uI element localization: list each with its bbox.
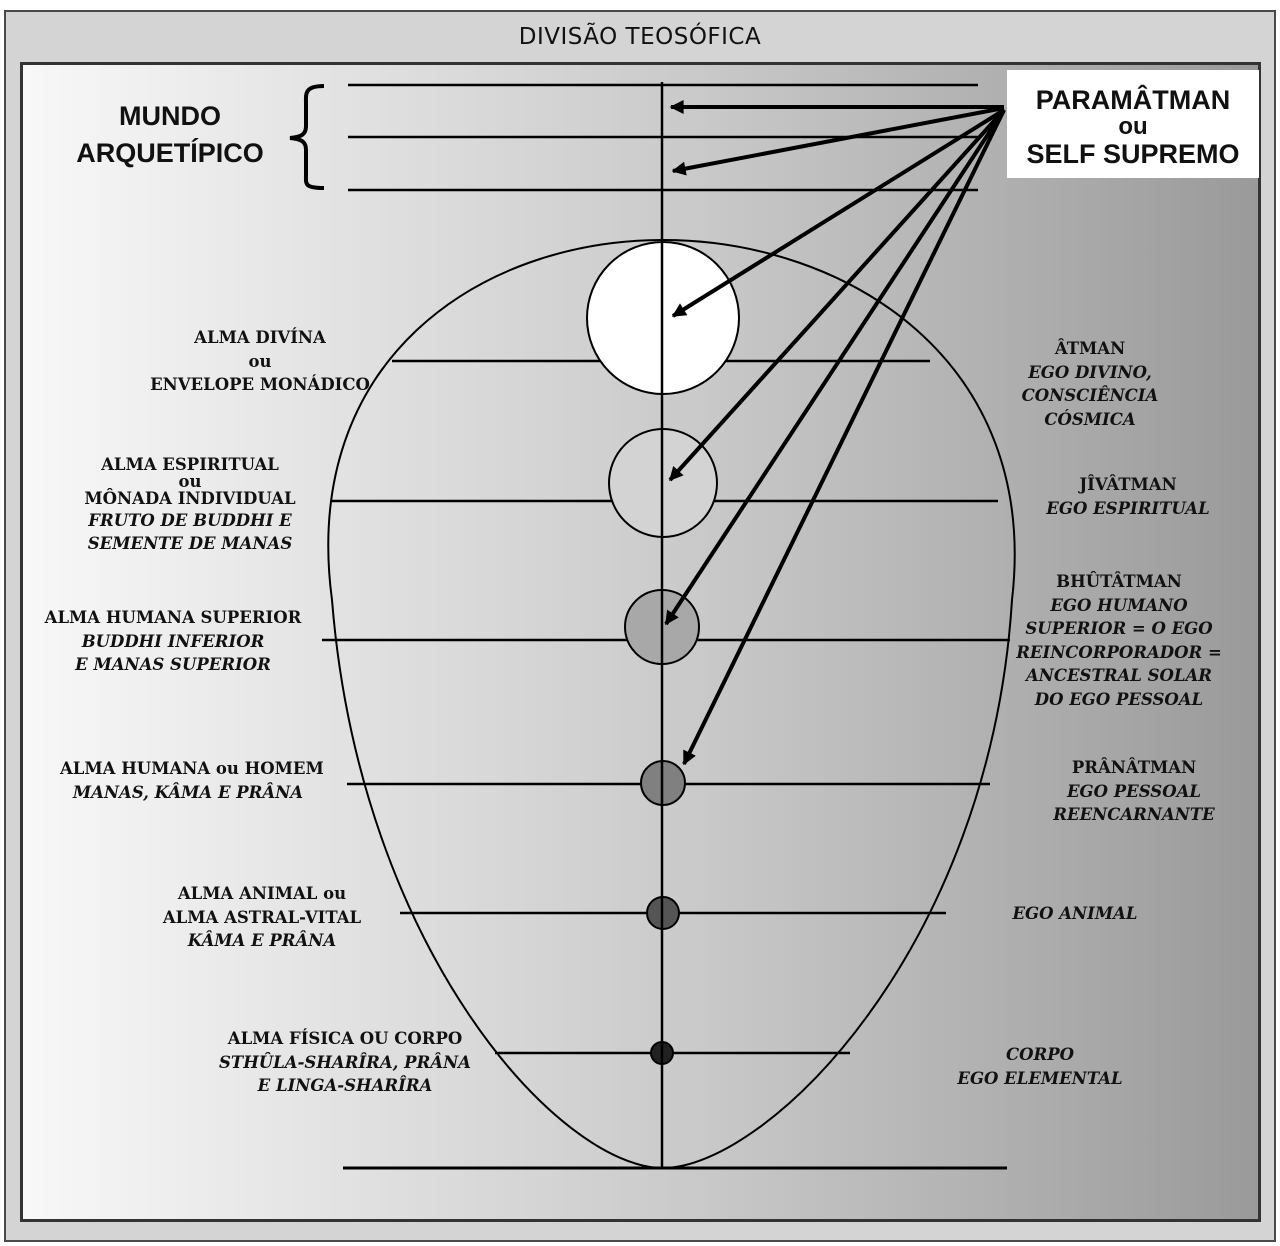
right-label-corpo: CORPO EGO ELEMENTAL [950,1043,1130,1090]
left-label-line: SEMENTE DE MANAS [87,534,293,553]
right-label-line: CÓSMICA [1044,409,1136,429]
left-label-line: KÂMA E PRÂNA [187,931,337,950]
right-label-line: EGO DIVINO, [1028,362,1152,382]
left-label-line: ALMA ESPIRITUAL [101,455,279,474]
right-label-line: REENCARNANTE [1053,805,1215,824]
paramatman-line-1: PARAMÂTMAN [1035,85,1231,115]
left-label-alma-humana-superior: ALMA HUMANA SUPERIOR BUDDHI INFERIOR E M… [40,606,306,677]
right-label-line: EGO ELEMENTAL [957,1068,1123,1088]
left-label-alma-espiritual: ALMA ESPIRITUAL ou MÔNADA INDIVIDUAL FRU… [70,455,310,555]
left-label-line: ou [178,472,202,491]
right-label-atman: ÂTMAN EGO DIVINO, CONSCIÊNCIA CÓSMICA [1000,337,1180,431]
arrow-to-line-2 [671,106,1005,176]
arrow-to-pranatman [682,109,1006,766]
right-label-line: PRÂNÂTMAN [1071,758,1197,777]
left-label-line: E LINGA-SHARÎRA [257,1076,433,1095]
left-label-line: ENVELOPE MONÁDICO [150,375,370,394]
right-label-line: ANCESTRAL SOLAR [1025,666,1213,685]
left-label-line: ALMA DIVÍNA [194,328,326,347]
left-label-line: E MANAS SUPERIOR [75,655,271,674]
right-label-line: CORPO [1006,1045,1074,1064]
right-label-line: CONSCIÊNCIA [1021,386,1159,405]
right-label-bhutatman: BHÛTÂTMAN EGO HUMANO SUPERIOR = O EGO RE… [1016,570,1222,711]
left-label-alma-humana: ALMA HUMANA ou HOMEM MANAS, KÂMA E PRÂNA [60,757,324,804]
left-label-alma-fisica: ALMA FÍSICA OU CORPO STHÛLA-SHARÎRA, PRÂ… [210,1027,480,1098]
left-label-line: ALMA FÍSICA OU CORPO [227,1029,463,1048]
paramatman-line-3: SELF SUPREMO [1026,139,1240,169]
left-label-line: ALMA HUMANA SUPERIOR [44,608,302,627]
right-label-ego-animal: EGO ANIMAL [990,902,1160,926]
left-label-line: FRUTO DE BUDDHI E [88,511,292,530]
mundo-line-2: ARQUETÍPICO [76,138,264,168]
left-label-line: ALMA ASTRAL-VITAL [162,907,362,927]
right-label-pranatman: PRÂNÂTMAN EGO PESSOAL REENCARNANTE [1036,756,1232,827]
right-label-line: EGO HUMANO [1050,595,1188,615]
left-label-alma-animal: ALMA ANIMAL ou ALMA ASTRAL-VITAL KÂMA E … [150,882,374,953]
left-label-line: MÔNADA INDIVIDUAL [84,489,296,508]
left-label-line: STHÛLA-SHARÎRA, PRÂNA [219,1052,471,1072]
archetypal-brace [289,84,325,190]
left-label-line: MANAS, KÂMA E PRÂNA [72,782,304,802]
right-label-jivatman: JÎVÂTMAN EGO ESPIRITUAL [1030,473,1226,520]
right-label-line: BHÛTÂTMAN [1056,572,1182,591]
left-label-line: BUDDHI INFERIOR [81,631,265,651]
arrow-to-jivatman [668,108,1006,482]
left-label-line: ALMA ANIMAL ou [177,884,347,903]
right-label-line: EGO ESPIRITUAL [1046,498,1210,518]
paramatman-line-2: ou [1118,113,1148,140]
right-label-line: JÎVÂTMAN [1079,475,1177,494]
right-label-line: REINCORPORADOR = [1016,642,1222,662]
arrow-to-bhutatman [664,108,1006,626]
left-label-alma-divina: ALMA DIVÍNA ou ENVELOPE MONÁDICO [140,326,380,397]
mundo-line-1: MUNDO [119,101,221,131]
right-label-line: EGO ANIMAL [1012,904,1138,923]
right-label-line: SUPERIOR = O EGO [1025,619,1213,638]
right-label-line: ÂTMAN [1054,339,1126,358]
diagram-title: DIVISÃO TEOSÓFICA [518,24,762,50]
paramatman-box [1007,70,1259,178]
right-label-line: EGO PESSOAL [1066,781,1201,801]
left-label-line: ALMA HUMANA ou HOMEM [60,759,324,778]
right-label-line: DO EGO PESSOAL [1034,689,1204,709]
left-label-line: ou [248,351,272,371]
paramatman-label: PARAMÂTMAN ou SELF SUPREMO [1007,85,1259,169]
mundo-arquetipico-label: MUNDO ARQUETÍPICO [70,98,270,172]
arrow-to-atman [671,108,1006,318]
